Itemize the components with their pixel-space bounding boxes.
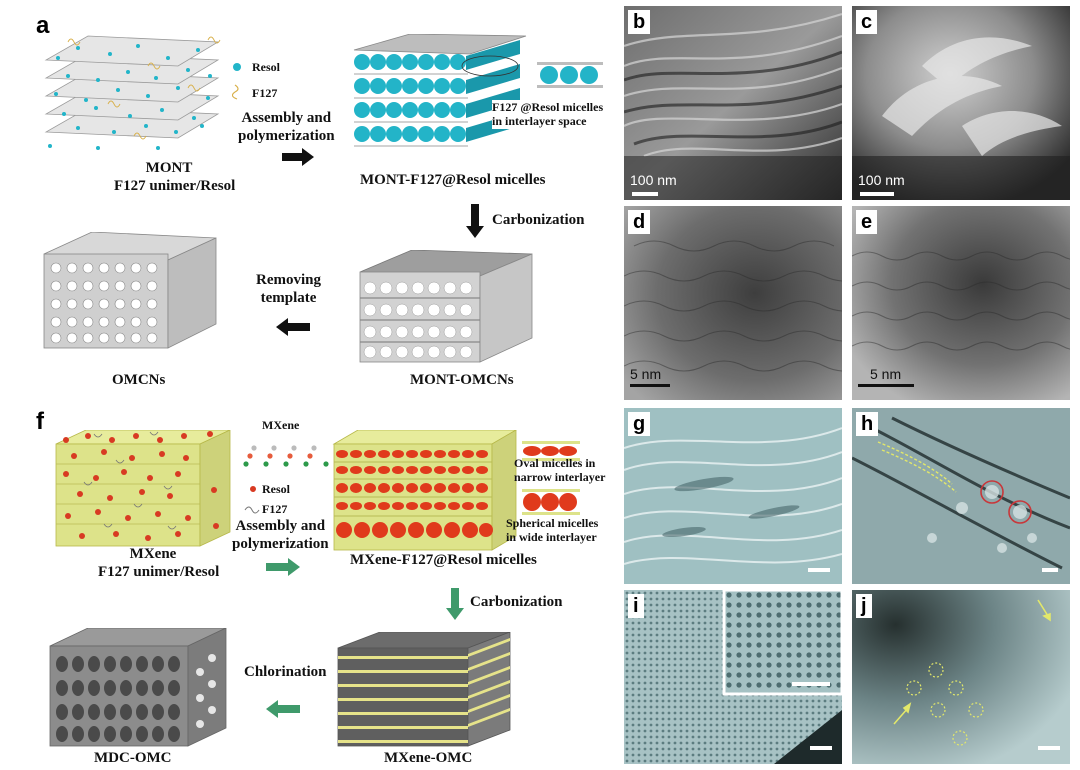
resol-legend-icon <box>233 63 241 71</box>
micrograph-e-label: e <box>856 210 878 234</box>
oval-micelle-note: Oval micelles in narrow interlayer <box>514 456 606 485</box>
f127-gray-legend-label: F127 <box>262 502 288 516</box>
micrograph-g-sem: g <box>624 408 842 584</box>
mont-layered-stack <box>44 35 221 150</box>
caption-mont-f127-resol: MONT-F127@Resol micelles <box>360 172 546 188</box>
micrograph-c-scale-text: 100 nm <box>858 172 905 188</box>
micelle-interlayer-note: F127 @Resol micelles in interlayer space <box>492 100 604 129</box>
micrograph-b-sem: b 100 nm <box>624 6 842 200</box>
micrograph-b-scale-bar <box>632 192 658 196</box>
micrograph-i-sem: i <box>624 590 842 764</box>
caption-mxene-omc: MXene-OMC <box>384 750 473 766</box>
spherical-micelle-inset <box>522 489 580 515</box>
f127-legend-label: F127 <box>252 86 278 100</box>
mxene-layered-stack <box>55 430 231 547</box>
micrograph-e-scale-bar <box>858 384 914 387</box>
micrograph-i-scale-bar <box>810 746 832 750</box>
resol-legend-label: Resol <box>252 60 280 74</box>
caption-mont: MONT F127 unimer/Resol <box>114 160 236 194</box>
mxene-legend-icon <box>243 445 329 467</box>
caption-omcns: OMCNs <box>112 372 166 388</box>
caption-mont-omcns: MONT-OMCNs <box>410 372 514 388</box>
arrow-down-a <box>466 204 484 238</box>
mont-omcns-block <box>359 250 533 363</box>
mdc-omc-block <box>49 628 227 747</box>
resol-red-legend-label: Resol <box>262 482 290 496</box>
f127-legend-icon <box>232 84 239 100</box>
micrograph-d-label: d <box>628 210 651 234</box>
mxene-micelle-stack <box>332 430 517 551</box>
micrograph-c-label: c <box>856 10 878 34</box>
micrograph-d-scale-text: 5 nm <box>630 366 662 382</box>
micrograph-j-label: j <box>856 594 872 618</box>
caption-mdc-omc: MDC-OMC <box>94 750 172 766</box>
micrograph-c-sem: c 100 nm <box>852 6 1070 200</box>
panel-f-label: f <box>36 408 44 435</box>
micrograph-g-scale-bar <box>808 568 830 572</box>
step-removing-template: Removing template <box>256 272 321 306</box>
micrograph-h-tem: h <box>852 408 1070 584</box>
micrograph-e-scale-text: 5 nm <box>870 366 902 382</box>
arrow-left-f <box>266 700 300 718</box>
step-carbonization-f: Carbonization <box>470 594 563 610</box>
caption-mxene: MXene F127 unimer/Resol <box>98 546 220 580</box>
micrograph-b-scale-text: 100 nm <box>630 172 677 188</box>
micrograph-h-label: h <box>856 412 879 436</box>
micrograph-i-label: i <box>628 594 644 618</box>
step-carbonization-a: Carbonization <box>492 212 585 228</box>
micelle-zoom-inset <box>537 62 603 88</box>
micrograph-g-label: g <box>628 412 651 436</box>
mont-micelle-stack <box>353 34 527 147</box>
oval-micelle-inset <box>522 441 580 461</box>
omcns-porous-block <box>43 232 217 349</box>
arrow-right-f1 <box>266 558 300 576</box>
micrograph-d-tem: d 5 nm <box>624 206 842 400</box>
micrograph-j-tem: j <box>852 590 1070 764</box>
arrow-down-f <box>446 588 464 620</box>
step-assembly-f: Assembly and polymerization <box>232 518 329 552</box>
micrograph-d-scale-bar <box>630 384 670 387</box>
resol-red-legend-icon <box>250 486 256 492</box>
micrograph-j-scale-bar <box>1038 746 1060 750</box>
panel-a-label: a <box>36 12 50 39</box>
arrow-right-a1 <box>282 148 314 166</box>
mxene-legend-label: MXene <box>262 418 300 432</box>
micrograph-b-label: b <box>628 10 651 34</box>
caption-mxene-f127-resol: MXene-F127@Resol micelles <box>350 552 537 568</box>
step-chlorination: Chlorination <box>244 664 327 680</box>
micrograph-e-tem: e 5 nm <box>852 206 1070 400</box>
micrograph-i-inset-scale-bar <box>792 682 830 686</box>
arrow-left-a <box>276 318 310 336</box>
f127-gray-legend-icon <box>244 506 260 514</box>
step-assembly-a: Assembly and polymerization <box>238 110 335 144</box>
spherical-micelle-note: Spherical micelles in wide interlayer <box>506 516 599 545</box>
mxene-omc-block <box>337 632 511 747</box>
micrograph-c-scale-bar <box>860 192 894 196</box>
micrograph-h-scale-bar <box>1042 568 1058 572</box>
